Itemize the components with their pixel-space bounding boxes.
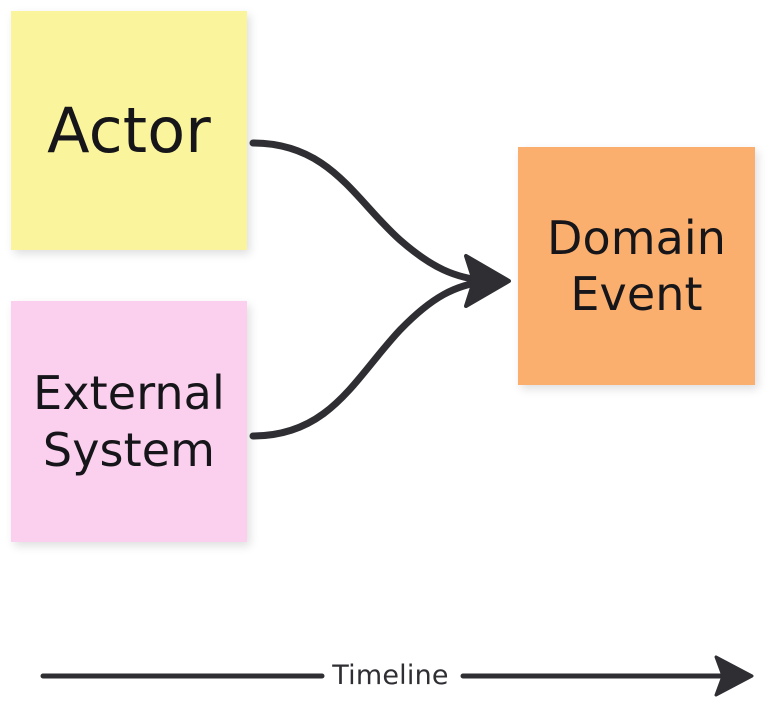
connector-external-system-to-domain-event-line [249,277,491,440]
sticky-note-actor-label: Actor [47,93,211,167]
timeline-label: Timeline [332,660,449,691]
sticky-note-domain-event[interactable]: Domain Event [518,147,755,385]
sticky-note-actor[interactable]: Actor [11,11,247,250]
sticky-note-external-system-label: External System [33,366,225,477]
connector-arrowhead-icon [464,254,511,308]
connector-actor-to-domain-event-line [249,139,491,285]
sticky-note-domain-event-label: Domain Event [546,210,727,321]
sticky-note-external-system[interactable]: External System [11,301,247,542]
